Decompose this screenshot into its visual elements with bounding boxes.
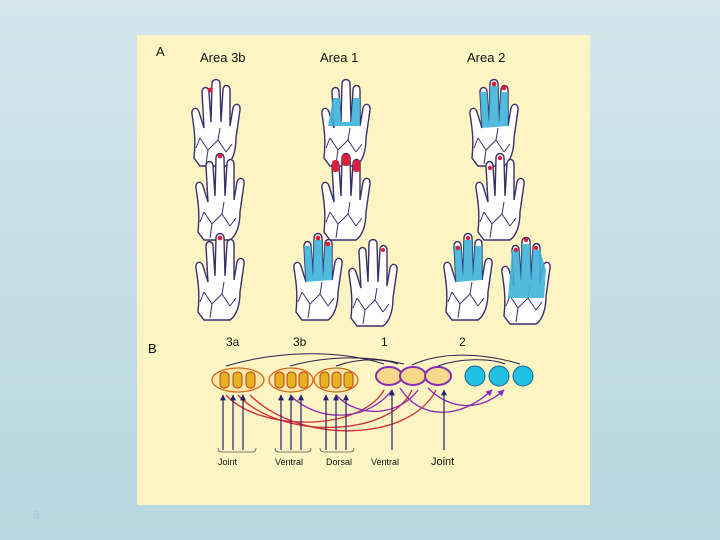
area-2-nodes (464, 365, 534, 387)
feedforward-arcs (225, 353, 521, 367)
hand-icon (469, 78, 519, 167)
hand-icon (293, 232, 343, 321)
area-3b-ventral-nodes (268, 367, 314, 393)
input-label-ventral-1: Ventral (371, 457, 399, 467)
hand-icon (348, 238, 398, 327)
hand-icon (443, 232, 493, 321)
hand-icon (195, 152, 245, 241)
area-1-nodes (375, 366, 452, 386)
area-label-3a: 3a (226, 335, 240, 349)
hand-icon (321, 78, 371, 167)
hand-icon (475, 152, 525, 241)
area-label-1: 1 (381, 335, 388, 349)
panel-b-label: B (148, 341, 157, 356)
hand-icon (321, 152, 371, 241)
area-label-3b: 3b (293, 335, 307, 349)
cortical-connections (225, 387, 505, 432)
panel-a-label: A (156, 44, 165, 59)
input-label-ventral-3b: Ventral (275, 457, 303, 467)
hand-icon (195, 232, 245, 321)
input-label-joint-1: Joint (431, 456, 454, 468)
page-number: 8 (33, 508, 40, 522)
column-header-area-3b: Area 3b (200, 50, 246, 65)
area-3b-dorsal-nodes (313, 367, 359, 393)
input-label-joint-3a: Joint (218, 457, 238, 467)
input-label-dorsal-3b: Dorsal (326, 457, 352, 467)
area-3a-nodes (211, 367, 265, 393)
area-label-2: 2 (459, 335, 466, 349)
column-header-area-2: Area 2 (467, 50, 505, 65)
group-braces (217, 447, 355, 453)
hand-icon (191, 78, 241, 167)
input-axons (220, 389, 447, 450)
hand-icon (501, 236, 551, 325)
column-header-area-1: Area 1 (320, 50, 358, 65)
